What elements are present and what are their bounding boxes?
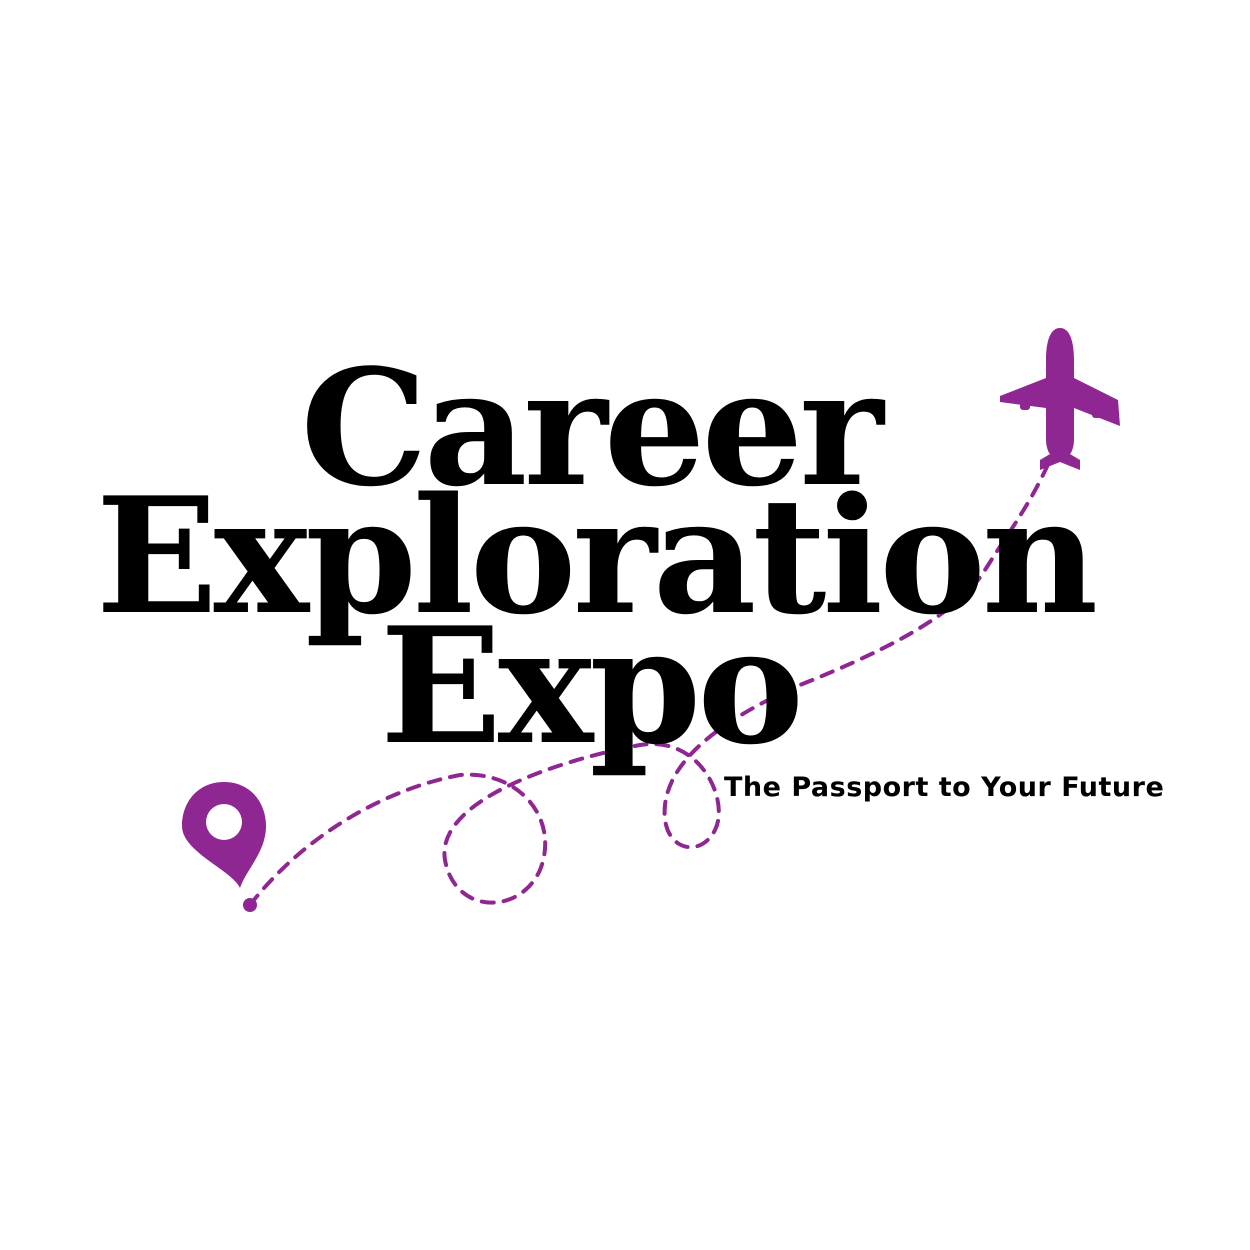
title-line-career: Career [300, 334, 883, 522]
airplane-icon [1000, 328, 1120, 470]
flight-path-dashes [248, 458, 1052, 907]
location-pin-icon [182, 782, 266, 888]
title-line-exploration: Exploration [95, 462, 1098, 650]
tagline: The Passport to Your Future [724, 772, 1165, 803]
title-line-expo: Expo [380, 592, 804, 780]
flight-path-start-dot [243, 898, 257, 912]
